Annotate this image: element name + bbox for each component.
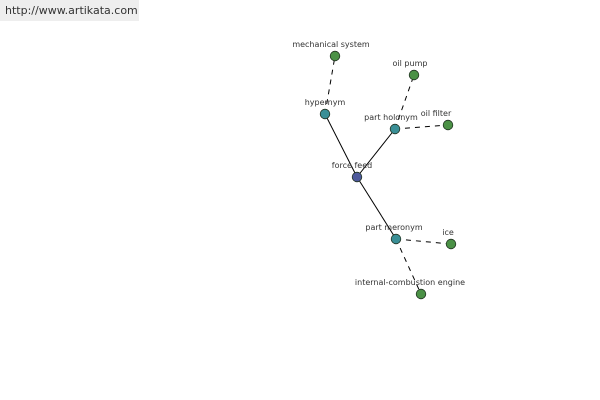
node-label-oilfilter: oil filter <box>421 109 452 118</box>
node-label-ice_engine: internal-combustion engine <box>355 278 465 287</box>
node-label-ice: ice <box>442 228 454 237</box>
node-ice[interactable] <box>445 238 457 250</box>
edge-meronym-ice <box>395 238 452 245</box>
node-ice_engine[interactable] <box>415 288 427 300</box>
edge-center-holonym <box>356 128 396 178</box>
node-label-oilpump: oil pump <box>393 59 428 68</box>
node-oilfilter[interactable] <box>442 119 454 131</box>
node-label-holonym: part holonym <box>364 113 418 122</box>
edge-holonym-oilfilter <box>394 124 449 130</box>
node-holonym[interactable] <box>389 123 401 135</box>
edge-center-hypernym <box>324 113 358 178</box>
watermark-bar: http://www.artikata.com <box>0 0 139 21</box>
node-oilpump[interactable] <box>408 69 420 81</box>
node-label-meronym: part meronym <box>365 223 422 232</box>
edge-center-meronym <box>356 176 397 240</box>
node-label-center: force feed <box>332 161 372 170</box>
node-mech[interactable] <box>329 50 341 62</box>
node-meronym[interactable] <box>390 233 402 245</box>
edge-meronym-ice_engine <box>395 238 422 295</box>
node-label-hypernym: hypernym <box>305 98 346 107</box>
node-label-mech: mechanical system <box>292 40 370 49</box>
nodes-layer <box>319 50 457 300</box>
node-center[interactable] <box>351 171 363 183</box>
labels-layer: force feed hypernym part holonym part meron… <box>292 40 465 287</box>
watermark-url: http://www.artikata.com <box>5 4 138 17</box>
edges-layer <box>324 55 452 295</box>
node-hypernym[interactable] <box>319 108 331 120</box>
